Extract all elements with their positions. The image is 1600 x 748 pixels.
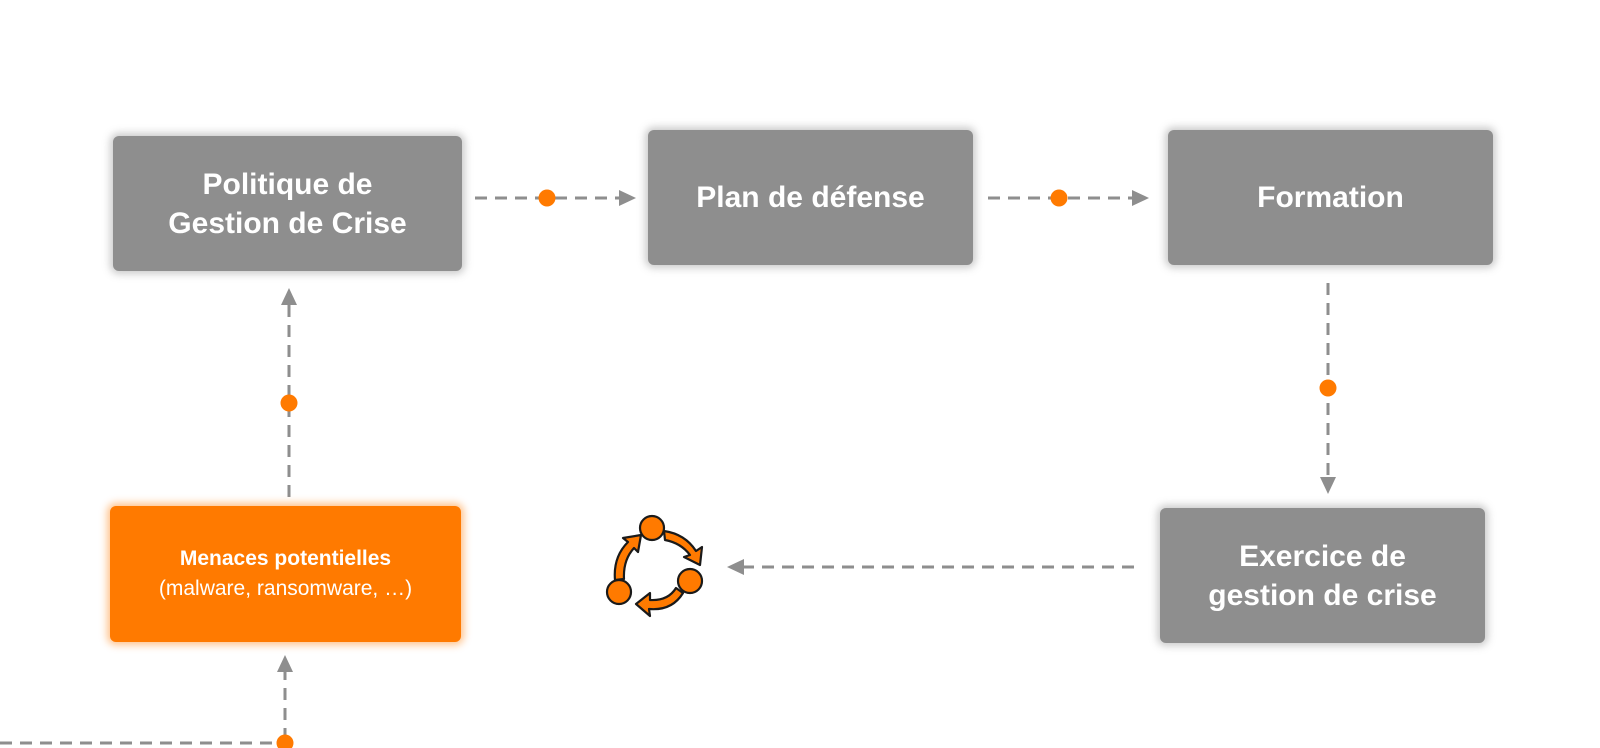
connector-incoming-to-menaces	[0, 655, 294, 748]
node-label-line1: Politique de	[202, 167, 373, 201]
node-label: Formation	[1257, 181, 1404, 214]
node-title: Menaces potentielles	[179, 547, 392, 570]
node-plan-defense: Plan de défense	[648, 130, 973, 265]
connector-exercice-to-cycle	[727, 559, 1134, 575]
node-exercice-gestion-crise: Exercice de gestion de crise	[1160, 508, 1485, 643]
connector-menaces-to-politique	[280, 288, 298, 497]
node-label-line2: gestion de crise	[1208, 578, 1437, 612]
connector-plan-to-formation	[988, 189, 1149, 207]
node-label-line1: Exercice de	[1239, 539, 1406, 573]
connector-politique-to-plan	[475, 189, 636, 207]
node-formation: Formation	[1168, 130, 1493, 265]
cycle-icon	[605, 514, 704, 618]
node-menaces-potentielles: Menaces potentielles (malware, ransomwar…	[110, 506, 461, 642]
node-politique-gestion-crise: Politique de Gestion de Crise	[113, 136, 462, 271]
node-subtitle: (malware, ransomware, …)	[158, 577, 413, 600]
node-label-line2: Gestion de Crise	[168, 206, 407, 240]
connector-formation-to-exercice	[1319, 283, 1337, 494]
node-label: Plan de défense	[696, 181, 925, 214]
